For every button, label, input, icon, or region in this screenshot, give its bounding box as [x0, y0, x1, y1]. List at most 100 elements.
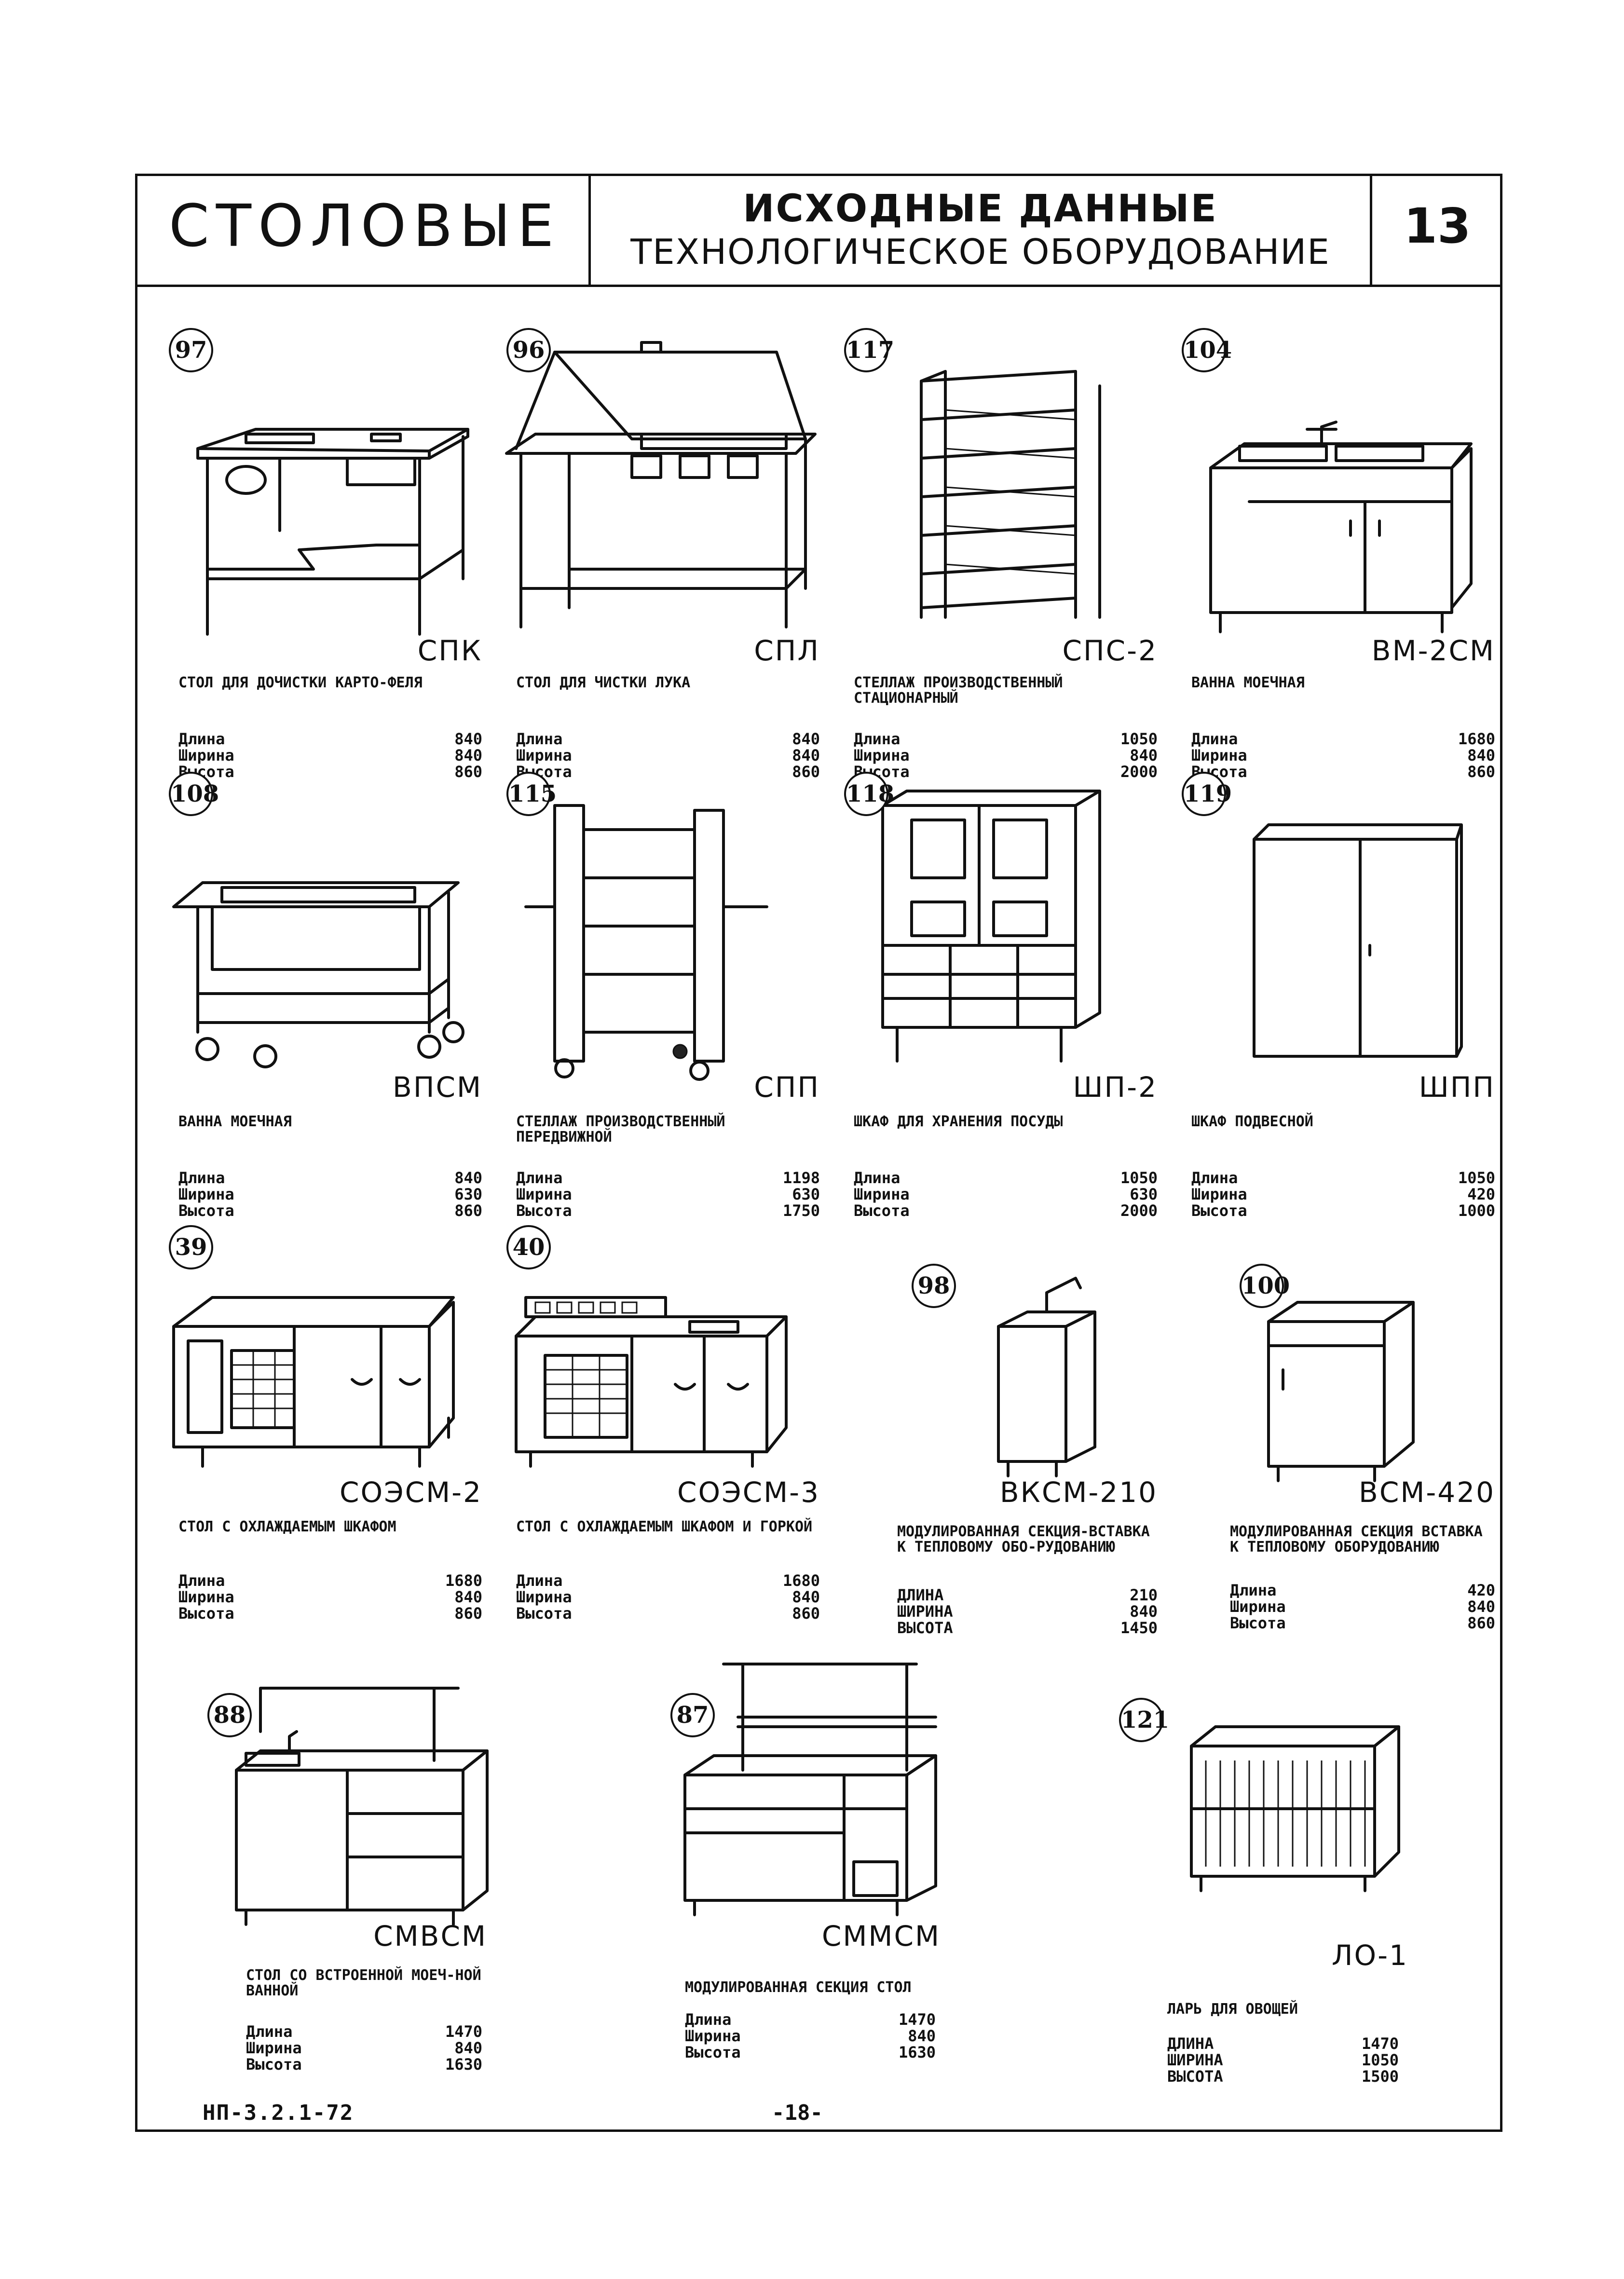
item-name: СТОЛ С ОХЛАЖДАЕМЫМ ШКАФОМ И ГОРКОЙ [516, 1518, 813, 1535]
equipment-item: 87 СММСМ МОДУЛИРОВАННАЯ СЕКЦИЯ СТОЛ Длин… [666, 1650, 1003, 2074]
item-name: ШКАФ ПОДВЕСНОЙ [1191, 1113, 1313, 1130]
item-name: СТЕЛЛАЖ ПРОИЗВОДСТВЕННЫЙ ПЕРЕДВИЖНОЙ [516, 1113, 725, 1146]
item-name: СТОЛ ДЛЯ ДОЧИСТКИ КАРТО-ФЕЛЯ [178, 674, 423, 691]
equipment-item: 117 СПС-2 СТЕЛЛАЖ ПРОИЗВОДСТВЕННЫЙ СТАЦИ… [834, 318, 1172, 780]
item-code: СПС-2 [1062, 634, 1158, 667]
item-number: 100 [1240, 1264, 1290, 1308]
wall-cabinet-drawing-icon [1253, 823, 1463, 1058]
item-code: СПК [417, 634, 482, 667]
item-number: 118 [844, 772, 894, 816]
page-number: -18- [772, 2101, 823, 2125]
item-code: СПП [754, 1071, 820, 1104]
item-name: СТОЛ С ОХЛАЖДАЕМЫМ ШКАФОМ [178, 1518, 396, 1535]
item-number: 119 [1182, 772, 1232, 816]
equipment-item: 88 СМВСМ СТОЛ СО ВСТРОЕННОЙ МОЕЧ-НОЙ ВАН… [207, 1650, 545, 2074]
item-number: 40 [506, 1225, 551, 1269]
item-name: ВАННА МОЕЧНАЯ [1191, 674, 1305, 691]
item-number: 121 [1119, 1698, 1169, 1742]
document-code: НП-3.2.1-72 [203, 2101, 354, 2125]
title-block: СТОЛОВЫЕ ИСХОДНЫЕ ДАННЫЕ ТЕХНОЛОГИЧЕСКОЕ… [135, 174, 1502, 287]
item-code: СММСМ [821, 1920, 941, 1952]
equipment-item: 98 ВКСМ-210 МОДУЛИРОВАННАЯ СЕКЦИЯ-ВСТАВК… [834, 1215, 1172, 1640]
item-number: 117 [844, 328, 894, 372]
table-drawing-icon [196, 428, 469, 636]
item-number: 88 [207, 1693, 252, 1737]
insert-section-drawing-icon [997, 1277, 1096, 1477]
title-cell-series: СТОЛОВЫЕ [135, 174, 591, 285]
main-title: ИСХОДНЫЕ ДАННЫЕ [743, 187, 1218, 231]
item-name: МОДУЛИРОВАННАЯ СЕКЦИЯ-ВСТАВКА К ТЕПЛОВОМ… [897, 1523, 1150, 1556]
item-name: СТОЛ ДЛЯ ЧИСТКИ ЛУКА [516, 674, 691, 691]
equipment-item: 115 СПП СТЕЛЛАЖ ПРОИЗВОДСТВЕННЫЙ ПЕРЕДВИ… [497, 762, 834, 1219]
item-code: СОЭСМ-2 [339, 1476, 482, 1509]
footer-rule [135, 2129, 1502, 2132]
item-code: ЛО-1 [1331, 1939, 1408, 1972]
sub-title: ТЕХНОЛОГИЧЕСКОЕ ОБОРУДОВАНИЕ [630, 232, 1330, 272]
item-code: ШП-2 [1073, 1071, 1158, 1104]
item-name: ЛАРЬ ДЛЯ ОВОЩЕЙ [1167, 2001, 1298, 2018]
sheet-number: 13 [1404, 198, 1471, 254]
equipment-item: 100 ВСМ-420 МОДУЛИРОВАННАЯ СЕКЦИЯ ВСТАВК… [1172, 1215, 1510, 1640]
item-name: ШКАФ ДЛЯ ХРАНЕНИЯ ПОСУДЫ [854, 1113, 1063, 1130]
item-code: СМВСМ [373, 1920, 487, 1952]
refrigerated-table-drawing-icon [172, 1296, 455, 1468]
item-number: 115 [506, 772, 557, 816]
item-code: ВПСМ [393, 1071, 482, 1104]
title-cell-sheet: 13 [1372, 174, 1502, 285]
item-number: 108 [169, 772, 219, 816]
mobile-rack-drawing-icon [524, 804, 768, 1081]
item-code: ВКСМ-210 [999, 1476, 1158, 1509]
sink-cabinet-drawing-icon [1209, 421, 1473, 633]
item-name: СТОЛ СО ВСТРОЕННОЙ МОЕЧ-НОЙ ВАННОЙ [246, 1967, 481, 1999]
refrigerated-table-with-rack-drawing-icon [515, 1296, 788, 1468]
sink-table-drawing-icon [235, 1687, 489, 1926]
item-number: 98 [912, 1264, 956, 1308]
vegetable-bin-drawing-icon [1190, 1725, 1400, 1892]
item-number: 39 [169, 1225, 213, 1269]
series-title: СТОЛОВЫЕ [169, 193, 561, 260]
shelving-unit-drawing-icon [920, 370, 1101, 619]
item-code: ВМ-2СМ [1371, 634, 1495, 667]
table-with-hood-drawing-icon [505, 341, 817, 628]
item-name: МОДУЛИРОВАННАЯ СЕКЦИЯ СТОЛ [685, 1979, 912, 1996]
equipment-item: 97 СПК СТОЛ ДЛЯ ДОЧИСТКИ КАРТО-ФЕЛЯ Длин… [159, 318, 497, 780]
item-code: ШПП [1419, 1071, 1495, 1104]
item-code: СПЛ [754, 634, 820, 667]
cupboard-drawing-icon [881, 790, 1101, 1063]
item-name: ВАННА МОЕЧНАЯ [178, 1113, 292, 1130]
mobile-sink-drawing-icon [172, 881, 464, 1068]
equipment-item: 40 СОЭСМ-3 СТОЛ С ОХЛАЖДАЕМЫМ ШКАФОМ И Г… [497, 1215, 834, 1640]
item-number: 104 [1182, 328, 1232, 372]
item-number: 96 [506, 328, 551, 372]
item-name: МОДУЛИРОВАННАЯ СЕКЦИЯ ВСТАВКА К ТЕПЛОВОМ… [1230, 1523, 1483, 1556]
equipment-item: 39 СОЭСМ-2 СТОЛ С ОХЛАЖДАЕМЫМ ШКАФОМ Дли… [159, 1215, 497, 1640]
item-name: СТЕЛЛАЖ ПРОИЗВОДСТВЕННЫЙ СТАЦИОНАРНЫЙ [854, 674, 1063, 707]
title-cell-main: ИСХОДНЫЕ ДАННЫЕ ТЕХНОЛОГИЧЕСКОЕ ОБОРУДОВ… [591, 174, 1372, 285]
item-code: ВСМ-420 [1359, 1476, 1495, 1509]
item-number: 87 [670, 1693, 715, 1737]
item-code: СОЭСМ-3 [677, 1476, 820, 1509]
modular-table-drawing-icon [683, 1663, 937, 1916]
